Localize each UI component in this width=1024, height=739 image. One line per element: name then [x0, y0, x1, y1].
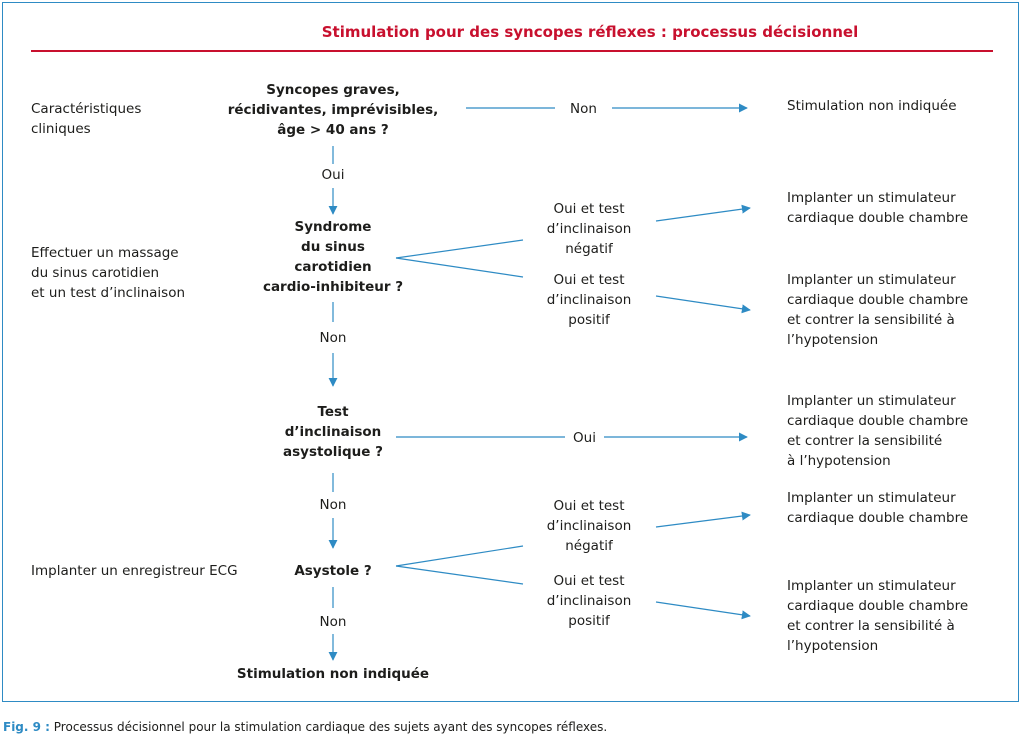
outcome-dual-chamber-2: Implanter un stimulateur cardiaque doubl…	[787, 490, 969, 526]
branch-q2-no: Non	[319, 330, 347, 346]
diagram-title: Stimulation pour des syncopes réflexes :…	[321, 23, 859, 41]
outcome-dual-chamber-1: Implanter un stimulateur cardiaque doubl…	[787, 190, 969, 226]
branch-q3-yes: Oui	[573, 430, 596, 446]
figure-caption: Fig. 9 : Processus décisionnel pour la s…	[3, 719, 607, 735]
outcome-no-stimulation: Stimulation non indiquée	[787, 98, 957, 114]
left-label-ecg: Implanter un enregistreur ECG	[31, 563, 238, 579]
caption-text: Processus décisionnel pour la stimulatio…	[49, 720, 608, 734]
final-outcome-no-stimulation: Stimulation non indiquée	[236, 666, 430, 682]
branch-q4-tilt-positive: Oui et test d’inclinaison positif	[546, 573, 632, 629]
question-asystole: Asystole ?	[294, 563, 372, 579]
left-label-clinical: Caractéristiques cliniques	[31, 101, 142, 137]
branch-q2-tilt-negative: Oui et test d’inclinaison négatif	[546, 201, 632, 257]
q4-arrow-upper	[655, 511, 751, 528]
branch-q4-tilt-negative: Oui et test d’inclinaison négatif	[546, 498, 632, 554]
q2-arrow-lower	[655, 295, 751, 314]
question-syncopes: Syncopes graves, récidivantes, imprévisi…	[227, 82, 439, 138]
branch-q4-no: Non	[319, 614, 347, 630]
outcome-dual-chamber-hypotension-1: Implanter un stimulateur cardiaque doubl…	[787, 272, 969, 348]
branch-q1-no: Non	[570, 101, 597, 117]
q4-fork-upper	[395, 545, 524, 567]
q4-fork-lower	[395, 565, 524, 585]
outcome-dual-chamber-hypotension-2: Implanter un stimulateur cardiaque doubl…	[787, 393, 969, 469]
q2-fork-lower	[395, 257, 524, 278]
q4-arrow-lower	[655, 601, 751, 620]
title-rule	[31, 50, 993, 52]
branch-q3-no: Non	[319, 497, 347, 513]
outcome-dual-chamber-hypotension-3: Implanter un stimulateur cardiaque doubl…	[787, 578, 969, 654]
q2-arrow-upper	[655, 204, 751, 222]
left-label-massage: Effectuer un massage du sinus carotidien…	[31, 245, 186, 301]
branch-q2-tilt-positive: Oui et test d’inclinaison positif	[546, 272, 632, 328]
q2-fork-upper	[395, 239, 524, 259]
diagram-frame	[2, 2, 1019, 702]
question-sinus-syndrome: Syndrome du sinus carotidien cardio-inhi…	[262, 219, 404, 295]
question-tilt-test: Test d’inclinaison asystolique ?	[283, 404, 383, 460]
caption-label: Fig. 9 :	[3, 720, 50, 734]
branch-q1-yes: Oui	[321, 167, 345, 183]
